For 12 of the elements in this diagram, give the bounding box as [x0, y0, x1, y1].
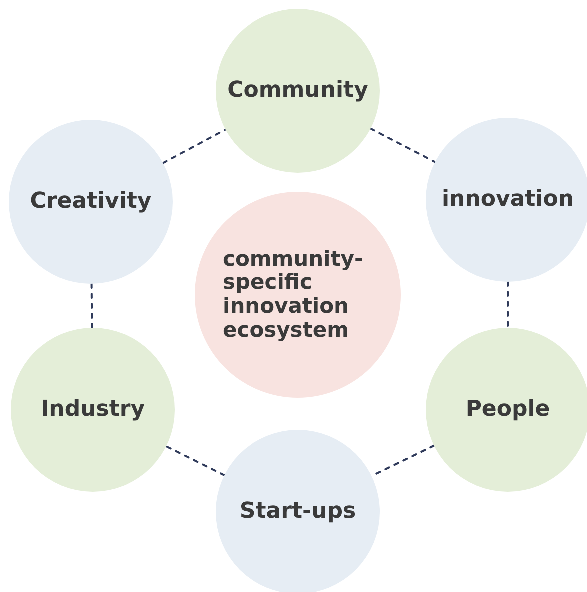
circle-label: Creativity: [30, 190, 152, 214]
dotted-connector: [162, 128, 227, 164]
circle-label: Start-ups: [240, 500, 356, 524]
dotted-connector: [507, 281, 509, 329]
circle-label: People: [466, 398, 550, 422]
dotted-connector: [370, 128, 436, 164]
circle-label: community-specific innovation ecosystem: [223, 248, 364, 342]
circle-label: innovation: [442, 188, 574, 212]
circle-label: Industry: [40, 398, 146, 422]
dotted-connector: [90, 283, 94, 329]
dotted-connector: [165, 446, 226, 476]
circle-label: Community: [228, 78, 368, 104]
